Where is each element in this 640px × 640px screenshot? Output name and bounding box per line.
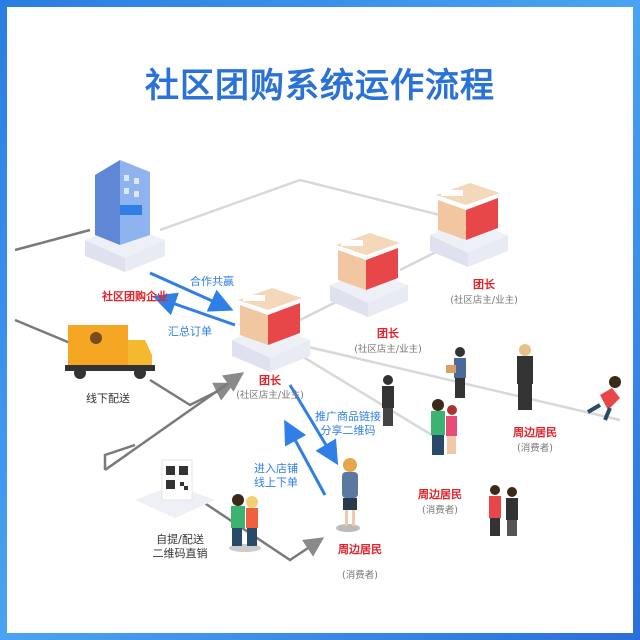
person-icon [382,375,394,426]
page-title: 社区团购系统运作流程 [145,66,495,106]
qr-label-line1: 自提/配送 [156,533,204,546]
qr-label-line2: 二维码直销 [152,547,208,560]
people-figures [229,344,621,552]
shop-icon-main [232,288,310,372]
resident-label: 周边居民 [418,488,462,501]
canvas [7,7,633,633]
person-icon [517,344,533,410]
person-icon [431,399,457,455]
couple-icon [229,494,261,552]
leader-label: 团长 [473,278,495,291]
enterprise-building-icon [85,160,165,272]
person-icon [586,376,621,421]
leader-label: 团长 [377,327,399,340]
resident-sub: (消费者) [342,570,378,581]
grey-flow-lines [14,228,325,562]
flow-label-cooperate: 合作共赢 [190,275,234,288]
flow-label-enter-line2: 线上下单 [254,476,298,489]
flow-label-promote: 推广商品链接分享二维码 [315,410,381,438]
leader-sub: (社区店主/业主) [236,390,304,401]
resident-sub: (消费者) [517,443,553,454]
leader-label: 团长 [259,374,281,387]
flow-label-enter: 进入店铺线上下单 [254,462,298,490]
flow-label-promote-line2: 分享二维码 [320,424,376,437]
resident-sub: (消费者) [422,505,458,516]
resident-label: 周边居民 [513,426,557,439]
shop-icon-2 [330,233,408,317]
flow-label-summary: 汇总订单 [168,325,212,338]
flow-label-enter-line1: 进入店铺 [254,462,298,475]
shop-icon-3 [430,183,508,267]
leader-sub: (社区店主/业主) [450,295,518,306]
flow-label-promote-line1: 推广商品链接 [315,410,381,423]
person-icon [489,485,518,536]
qr-code-icon [135,459,215,518]
delivery-label: 线下配送 [86,392,130,405]
blue-flow-arrows [149,271,339,496]
person-icon [446,347,466,398]
enterprise-label: 社区团购企业 [102,290,168,303]
leader-sub: (社区店主/业主) [354,344,422,355]
person-icon [336,458,360,532]
delivery-truck-icon [65,325,155,379]
resident-label: 周边居民 [338,543,382,556]
qr-label: 自提/配送二维码直销 [153,533,208,561]
